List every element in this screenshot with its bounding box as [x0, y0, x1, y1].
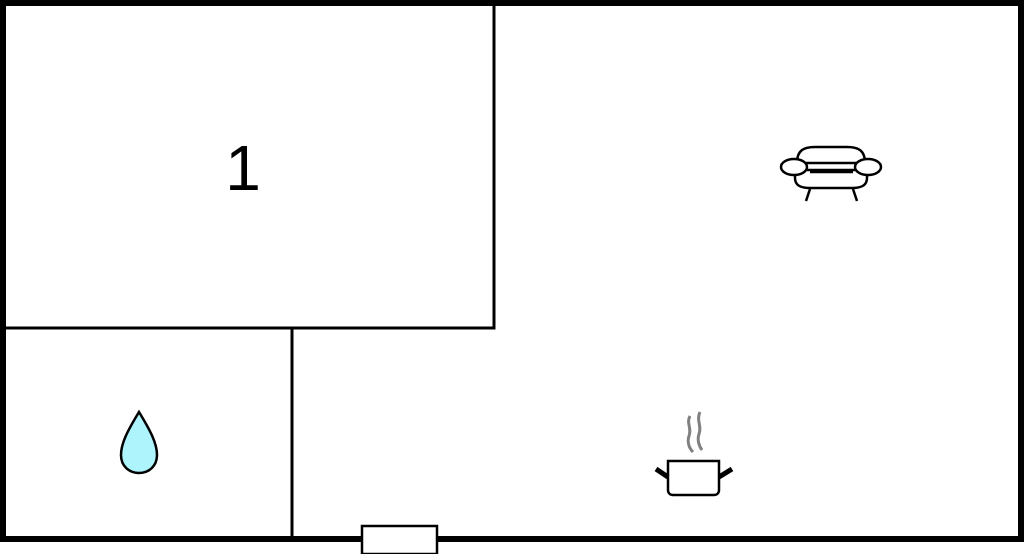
room-label-1: 1: [225, 132, 261, 204]
sofa-icon: [779, 145, 883, 202]
cooking-pot-icon: [654, 411, 734, 497]
door-icon: [360, 524, 439, 554]
outer-wall: [0, 0, 1024, 542]
water-drop-icon: [119, 409, 159, 475]
